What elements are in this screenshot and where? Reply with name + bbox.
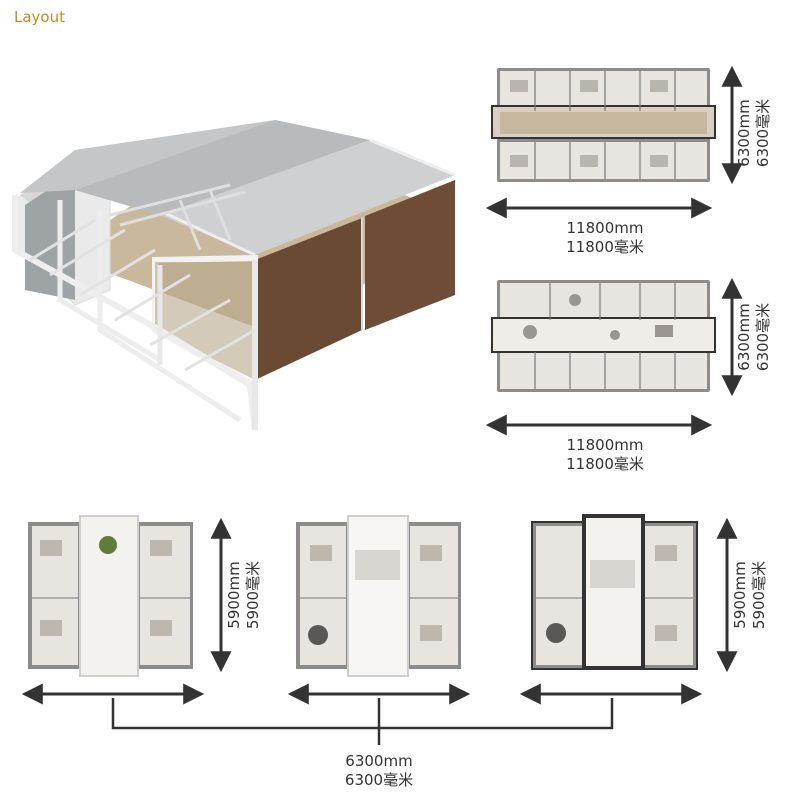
small-plan-1 (28, 515, 193, 677)
small-plan-2 (296, 515, 461, 677)
small-plan-3 (531, 514, 698, 670)
isometric-container-model (12, 120, 456, 431)
floor-plan-2 (491, 280, 716, 392)
floor-plan-1 (491, 68, 716, 182)
page-title: Layout (14, 8, 65, 26)
